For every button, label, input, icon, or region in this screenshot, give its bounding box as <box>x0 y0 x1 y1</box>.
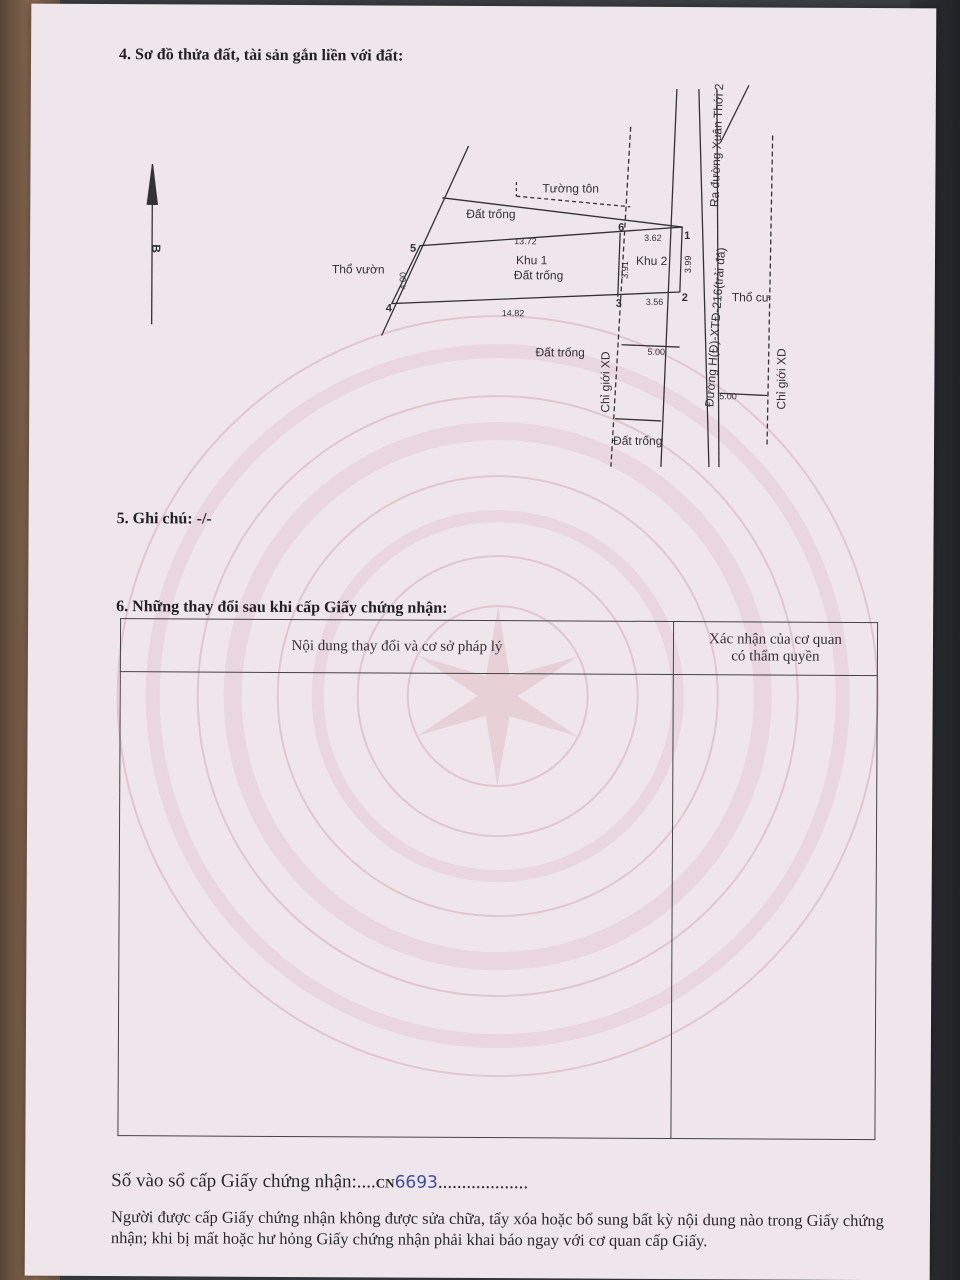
certificate-page: 4. Sơ đồ thửa đất, tài sản gắn liền với … <box>24 3 937 1280</box>
left-boundary <box>381 145 470 336</box>
registration-line: Số vào sổ cấp Giấy chứng nhận:....CN6693… <box>111 1170 528 1194</box>
header-authority-line-2: có thẩm quyền <box>731 648 820 665</box>
header-authority-line-1: Xác nhận của cơ quan <box>709 631 842 648</box>
zone-divider <box>617 232 621 297</box>
dim-14-82: 14.82 <box>502 308 525 318</box>
point-4: 4 <box>386 302 393 314</box>
label-ra-duong: Ra đường Xuân Thới 2 <box>707 83 726 207</box>
registration-dots-after: ................... <box>437 1171 529 1194</box>
point-2: 2 <box>682 292 688 304</box>
top-neighbor-line <box>442 197 683 228</box>
dim-4-00: 4.00 <box>398 272 408 290</box>
build-line-left <box>610 126 632 467</box>
section-5-title: 5. Ghi chú: -/- <box>116 510 212 528</box>
wall-dashed-line <box>516 195 631 208</box>
road-branch <box>720 85 750 143</box>
label-tho-vuon: Thổ vườn <box>332 262 385 276</box>
label-chi-gioi-left: Chỉ giới XD <box>598 351 612 413</box>
registration-label: Số vào sổ cấp Giấy chứng nhận: <box>111 1170 357 1193</box>
section-6-title: 6. Những thay đổi sau khi cấp Giấy chứng… <box>116 598 448 617</box>
label-dat-trong-top: Đất trống <box>466 207 515 221</box>
road-edge-left <box>660 88 678 467</box>
build-line-right <box>766 135 774 448</box>
changes-table: Nội dung thay đổi và cơ sở pháp lý Xác n… <box>117 618 878 1140</box>
road-edge-mid <box>698 89 710 468</box>
drum-watermark <box>116 315 879 1078</box>
label-tho-cu: Thổ cư <box>732 290 770 304</box>
change-content-cell <box>117 671 674 1139</box>
star-watermark <box>417 606 578 787</box>
point-1: 1 <box>684 230 690 242</box>
header-change-content: Nội dung thay đổi và cơ sở pháp lý <box>120 618 674 675</box>
label-khu-1: Khu 1 <box>516 253 548 267</box>
dim-3-99: 3.99 <box>683 256 693 274</box>
land-parcel-diagram: Tường tôn Đất trống Thổ vườn Khu 1 Đất t… <box>146 83 789 468</box>
registration-prefix: CN <box>375 1175 395 1191</box>
label-dat-trong-mid: Đất trống <box>535 345 584 359</box>
label-khu-2: Khu 2 <box>636 254 668 268</box>
registration-dots-before: .... <box>356 1171 376 1193</box>
dim-3-91: 3.91 <box>620 261 630 279</box>
point-6: 6 <box>618 222 624 234</box>
label-chi-gioi-right: Chỉ giới XD <box>774 348 788 410</box>
table-row <box>117 671 878 1140</box>
north-arrow-icon <box>146 164 159 205</box>
dim-5-00-right: 5.00 <box>719 391 737 401</box>
point-5: 5 <box>410 243 416 255</box>
label-khu-1-sub: Đất trống <box>514 268 563 282</box>
dim-3-62: 3.62 <box>644 233 662 243</box>
point-3: 3 <box>616 298 622 310</box>
registration-number: 6693 <box>394 1172 438 1193</box>
road-edge-right <box>716 89 720 468</box>
label-dat-trong-bottom: Đất trống <box>613 434 662 448</box>
dim-3-56: 3.56 <box>646 297 664 307</box>
header-authority-confirmation: Xác nhận của cơ quan có thẩm quyền <box>673 621 878 676</box>
authority-cell <box>670 674 878 1140</box>
dim-5-00-left: 5.00 <box>647 347 665 357</box>
label-tuong-ton: Tường tôn <box>542 181 599 195</box>
parcel-outline <box>390 226 683 305</box>
dim-13-72: 13.72 <box>514 236 537 246</box>
legal-notice: Người được cấp Giấy chứng nhận không đượ… <box>110 1207 884 1251</box>
label-north: B <box>149 244 163 253</box>
table-header-row: Nội dung thay đổi và cơ sở pháp lý Xác n… <box>120 618 878 676</box>
label-road-name: Đường H(Đ)-XTĐ-216(trải đá) <box>702 247 728 408</box>
